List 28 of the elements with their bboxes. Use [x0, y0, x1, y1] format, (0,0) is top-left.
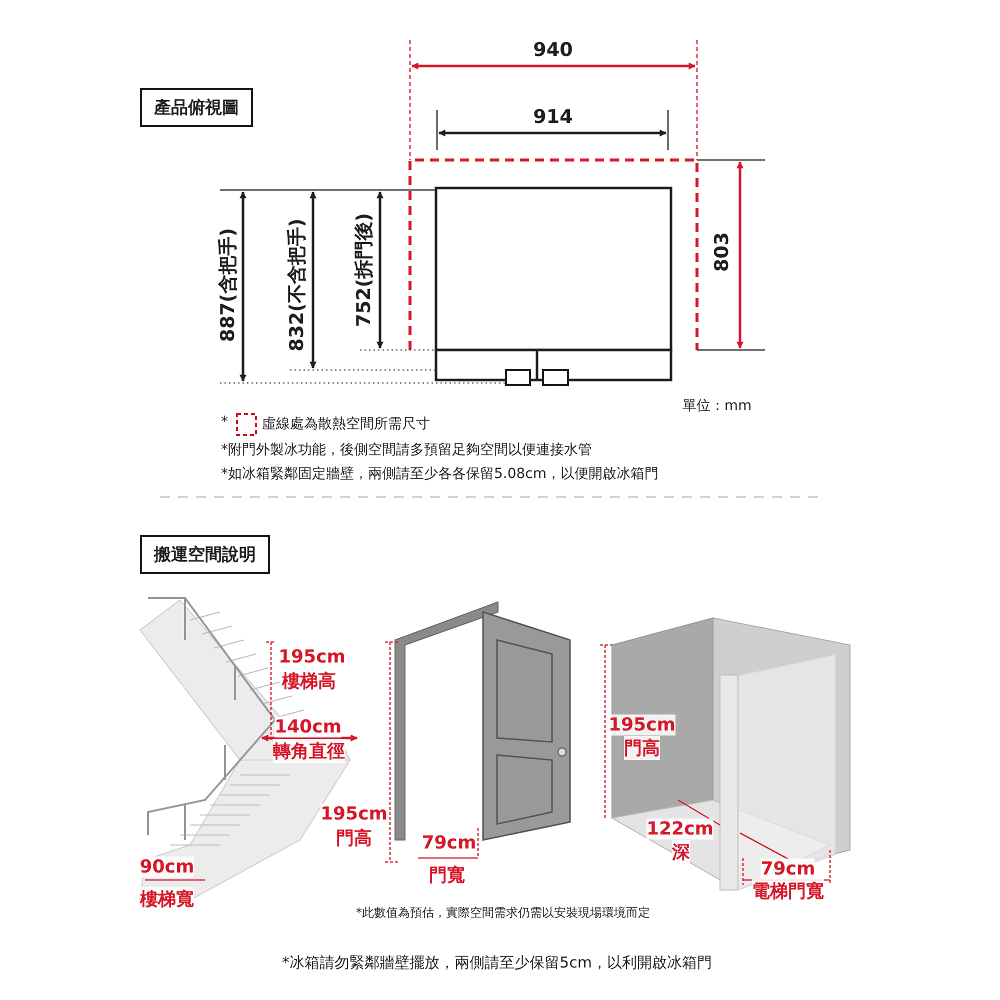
footnote-mark: * — [221, 414, 228, 430]
section-heading: 搬運空間說明 — [140, 535, 270, 574]
dimension-label: 門高 — [624, 736, 660, 760]
dimension-value: 887(含把手) — [216, 228, 240, 342]
dimension-value: 140cm — [274, 716, 342, 738]
dimension-value: 79cm — [760, 858, 816, 880]
dimension-label: 樓梯高 — [282, 669, 336, 693]
dimension-label: 門寬 — [429, 863, 465, 887]
note-text: 虛線處為散熱空間所需尺寸 — [262, 415, 430, 433]
note-text: *此數值為預估，實際空間需求仍需以安裝現場環境而定 — [356, 904, 650, 922]
dimension-label: 電梯門寬 — [752, 879, 824, 903]
section-heading: 產品俯視圖 — [140, 88, 253, 127]
dimension-value: 122cm — [646, 818, 714, 840]
dimension-value: 90cm — [140, 856, 194, 878]
dimension-value: 803 — [711, 232, 733, 272]
dimension-value: 914 — [533, 106, 573, 128]
dimension-value: 195cm — [608, 714, 676, 736]
dimension-label: 樓梯寬 — [140, 887, 194, 911]
note-text: *如冰箱緊鄰固定牆壁，兩側請至少各各保留5.08cm，以便開啟冰箱門 — [221, 465, 659, 483]
note-text: *附門外製冰功能，後側空間請多預留足夠空間以便連接水管 — [221, 441, 592, 459]
unit-note: 單位：mm — [682, 397, 752, 415]
dimension-label: 深 — [672, 840, 690, 864]
dimension-label: 門高 — [336, 826, 372, 850]
dimension-value: 832(不含把手) — [285, 218, 309, 352]
note-text: *冰箱請勿緊鄰牆壁擺放，兩側請至少保留5cm，以利開啟冰箱門 — [282, 954, 712, 972]
dimension-label: 轉角直徑 — [273, 739, 345, 763]
dimension-value: 940 — [533, 39, 573, 61]
dimension-value: 752(拆門後) — [352, 212, 376, 328]
